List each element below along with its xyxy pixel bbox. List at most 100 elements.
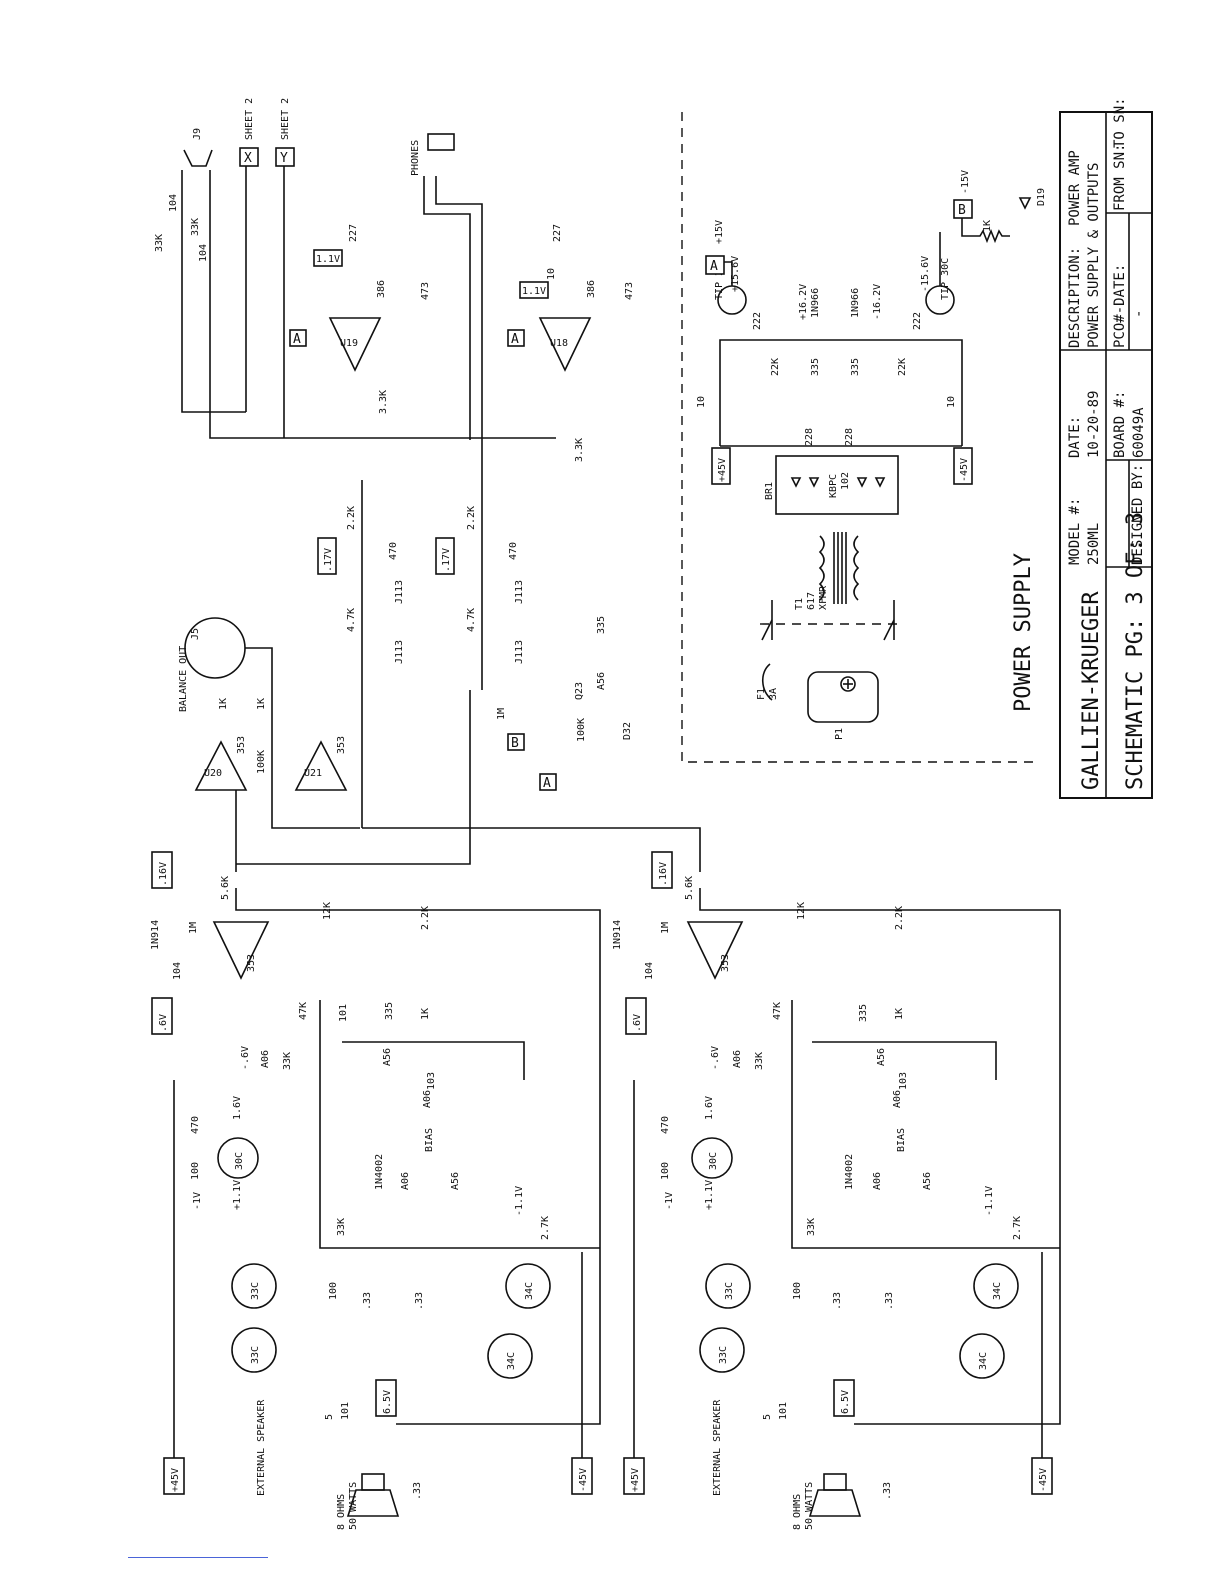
r-1k-a: 1K: [218, 698, 229, 710]
description-label: DESCRIPTION:: [1067, 247, 1083, 348]
bridge-part: KBPC: [828, 474, 839, 498]
v17-b: .17V: [441, 548, 452, 572]
r-100k: 100K: [256, 750, 267, 774]
ch1-q17: 34C: [506, 1352, 517, 1370]
ch1-v65: 6.5V: [382, 1390, 393, 1414]
ps-v-156m: -15.6V: [920, 256, 931, 292]
ch2-q27: 33C: [718, 1346, 729, 1364]
ch1-v-11: +1.1V: [232, 1180, 243, 1210]
top-signal-section: X Y SHEET 2 SHEET 2 J9 33K 33K 104 104 P…: [154, 98, 701, 872]
description-line1: POWER AMP: [1067, 150, 1083, 226]
ch1-c-101b: 101: [340, 1402, 351, 1420]
ch1-r-27k: 2.7K: [540, 1216, 551, 1240]
u21-label: U21: [304, 768, 322, 779]
balance-out-label: BALANCE OUT: [178, 646, 189, 712]
r-33k-c: 3.3K: [378, 390, 389, 414]
ch2-r-27k: 2.7K: [1012, 1216, 1023, 1240]
c-335-top: 335: [596, 616, 607, 634]
ch1-c-103: 103: [426, 1072, 437, 1090]
ch1-v-16: 1.6V: [232, 1096, 243, 1120]
ch1-r-22k: 2.2K: [420, 906, 431, 930]
ch2-v-1v: -1V: [664, 1192, 675, 1210]
jfet-q9: J113: [514, 640, 525, 664]
ch1-r-12k: 12K: [322, 902, 333, 920]
ch2-r-470: 470: [660, 1116, 671, 1134]
fuse-value: 3A: [768, 688, 779, 700]
ch2-q26: 33C: [724, 1282, 735, 1300]
board-value: 60049A: [1131, 407, 1147, 458]
r-100k-top: 100K: [576, 718, 587, 742]
ch2-c-104: 104: [644, 962, 655, 980]
ch2-ohms: 8 OHMS: [792, 1494, 803, 1530]
v11-a: 1.1V: [316, 254, 340, 265]
r-470-b: 470: [508, 542, 519, 560]
ch1-op: 353: [246, 954, 257, 972]
ch2-ext-speaker: EXTERNAL SPEAKER: [712, 1399, 723, 1496]
ps-cap-228a: 228: [804, 428, 815, 446]
r-33k-a: 33K: [154, 234, 165, 252]
ch2-bias: BIAS: [896, 1128, 907, 1152]
plug-ref: P1: [834, 728, 845, 740]
ps-minus-rail: -45V: [959, 458, 970, 482]
ch2-v65: 6.5V: [840, 1390, 851, 1414]
ps-v-162m: -16.2V: [872, 284, 883, 320]
fuse-ref: F1: [756, 688, 767, 700]
company-name: GALLIEN-KRUEGER: [1079, 591, 1104, 790]
ch2-r-33-b: .33: [884, 1292, 895, 1310]
bottom-rule: [128, 1557, 268, 1558]
ch2-q28: A56: [876, 1048, 887, 1066]
r-10: 10: [546, 268, 557, 280]
tag-y: Y: [280, 151, 288, 166]
ps-res-22k-a: 22K: [770, 358, 781, 376]
transformer-part: 617: [806, 592, 817, 610]
pco-value: -: [1131, 310, 1147, 318]
transformer-ref: T1: [794, 598, 805, 610]
ch1-plus-rail: +45V: [170, 1468, 181, 1492]
u18-part: 386: [586, 280, 597, 298]
jfet-q22: J113: [394, 580, 405, 604]
ch1-q16: 34C: [524, 1282, 535, 1300]
ch1-r-33-c: .33: [412, 1482, 423, 1500]
c-473b: 473: [624, 282, 635, 300]
bridge-part2: 102: [840, 472, 851, 490]
ch1-c-101: 101: [338, 1004, 349, 1022]
ps-res-10-b: 10: [946, 396, 957, 408]
ch2-q25: A06: [872, 1172, 883, 1190]
d32-label: D32: [622, 722, 633, 740]
r-22k-a: 2.2K: [346, 506, 357, 530]
ps-q-pos: TIP 29C: [714, 258, 725, 300]
ch1-r-56k: 5.6K: [220, 876, 231, 900]
ch1-q12: 33C: [250, 1282, 261, 1300]
ch2-r-5: 5: [762, 1414, 773, 1420]
model-value: 250ML: [1086, 523, 1102, 565]
ps-zener-a: 1N966: [810, 288, 821, 318]
ch2-r-1k: 1K: [894, 1008, 905, 1020]
r-33k-b: 33K: [190, 218, 201, 236]
ps-cap-222b: 222: [912, 312, 923, 330]
ch2-c-101b: 101: [778, 1402, 789, 1420]
r-1k-b: 1K: [256, 698, 267, 710]
ps-res-10-a: 10: [696, 396, 707, 408]
pco-label: PCO#-DATE:: [1112, 264, 1128, 348]
date-label: DATE:: [1067, 416, 1083, 458]
ch2-r-33k-b: 33K: [806, 1218, 817, 1236]
jack-j5: J5: [190, 628, 201, 640]
ps-cap-228b: 228: [844, 428, 855, 446]
c-227b: 227: [552, 224, 563, 242]
amp-channel-1: .16V 5.6K 353 1N914 1M 104 12K 2.2K 47K …: [150, 851, 601, 1530]
ch2-minus-rail: -45V: [1038, 1468, 1049, 1492]
ch2-diode: 1N914: [612, 920, 623, 950]
ps-res-22k-b: 22K: [897, 358, 908, 376]
ch2-r-33k: 33K: [754, 1052, 765, 1070]
u20-label: U20: [204, 768, 222, 779]
ch1-r-33k-b: 33K: [336, 1218, 347, 1236]
q23-label: Q23: [574, 682, 585, 700]
ch1-ohms: 8 OHMS: [336, 1494, 347, 1530]
ps-q-neg: TIP 30C: [940, 258, 951, 300]
ch1-c-335: 335: [384, 1002, 395, 1020]
ch1-q14: A56: [382, 1048, 393, 1066]
ch1-ext-speaker: EXTERNAL SPEAKER: [256, 1399, 267, 1496]
v17-a: .17V: [323, 548, 334, 572]
ch2-r-22k: 2.2K: [894, 906, 905, 930]
